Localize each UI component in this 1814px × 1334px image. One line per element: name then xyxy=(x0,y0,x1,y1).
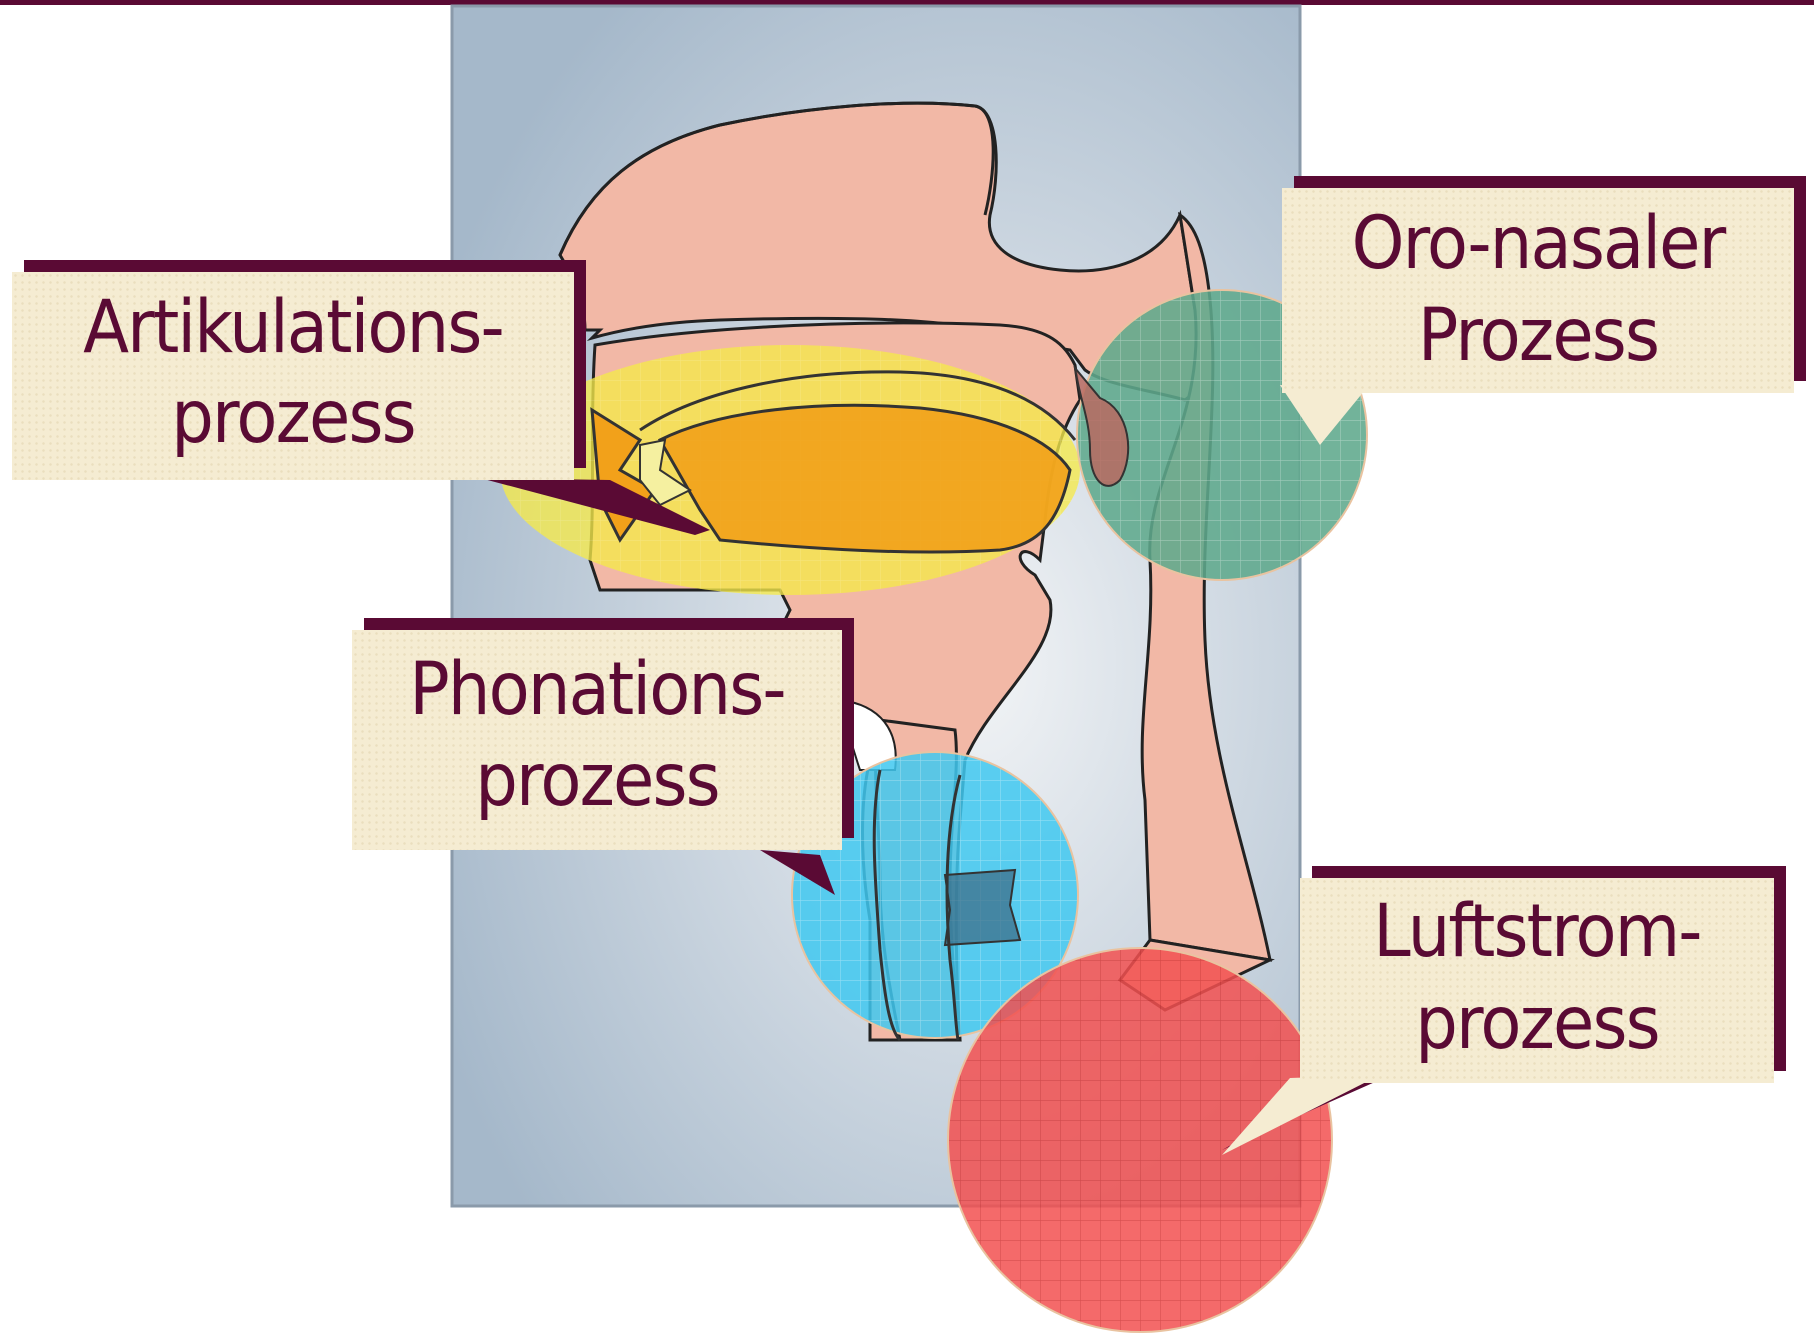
articulation-callout-face: Artikulations- prozess xyxy=(12,272,574,480)
top-frame-line xyxy=(0,0,1814,5)
oronasal-callout: Oro-nasaler Prozess xyxy=(1282,188,1794,393)
vocal-folds-shape xyxy=(945,870,1020,945)
oronasal-label-line2: Prozess xyxy=(1302,290,1773,382)
phonation-label-line1: Phonations- xyxy=(372,644,823,736)
oronasal-label-line1: Oro-nasaler xyxy=(1302,198,1773,290)
articulation-label-line2: prozess xyxy=(34,372,551,464)
airstream-callout-face: Luftstrom- prozess xyxy=(1300,878,1774,1083)
phonation-label-line2: prozess xyxy=(372,735,823,827)
articulation-callout: Artikulations- prozess xyxy=(12,272,574,480)
airstream-grid xyxy=(948,948,1332,1332)
airstream-callout: Luftstrom- prozess xyxy=(1300,878,1774,1083)
airstream-label-line1: Luftstrom- xyxy=(1319,886,1755,978)
articulation-label-line1: Artikulations- xyxy=(34,282,551,374)
tongue-shape xyxy=(660,405,1070,552)
airstream-label-line2: prozess xyxy=(1319,978,1755,1070)
oronasal-callout-face: Oro-nasaler Prozess xyxy=(1282,188,1794,393)
phonation-callout-face: Phonations- prozess xyxy=(352,630,842,850)
phonation-callout: Phonations- prozess xyxy=(352,630,842,850)
